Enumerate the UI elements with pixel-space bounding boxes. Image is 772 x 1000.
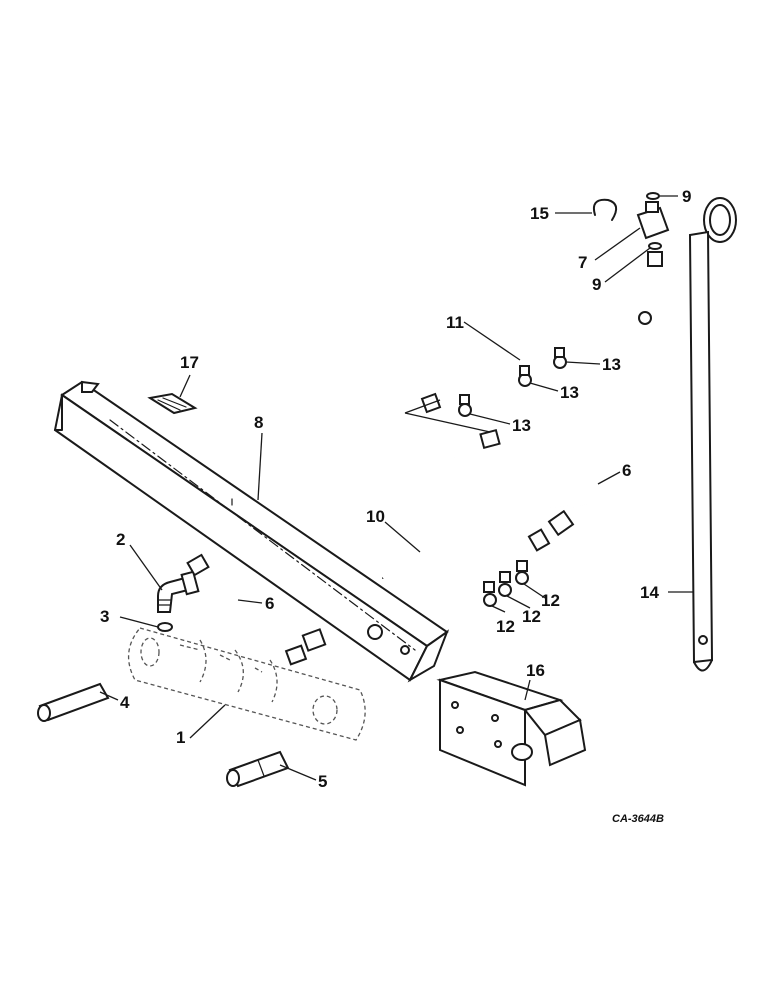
upright-post [688,197,737,672]
o-ring-top [646,192,660,200]
callout-10: 10 [366,507,385,526]
callout-7: 7 [578,253,587,272]
o-ring [157,622,173,632]
callout-14: 14 [640,583,659,602]
valve-block [636,192,670,250]
figure-reference-code: CA-3644B [612,813,664,825]
callout-8: 8 [254,413,263,432]
callout-4: 4 [120,693,130,712]
hose-lower [186,553,327,666]
elbow-fitting [157,570,200,613]
callout-5: 5 [318,772,327,791]
callout-6-upper: 6 [622,461,631,480]
callout-3: 3 [100,607,109,626]
callout-11: 11 [446,313,464,332]
callout-12-a: 12 [496,617,515,636]
callout-13-a: 13 [602,355,621,374]
steel-tube-lower [382,528,551,587]
clamp-group-upper [458,311,652,417]
spring-clip [592,198,618,221]
hydraulic-cylinder [128,627,366,741]
callout-9-b: 9 [592,275,601,294]
callout-13-c: 13 [512,416,531,435]
pin-long [37,682,110,722]
hose-upper [447,428,602,537]
square-tube-beam [53,380,450,683]
callout-6-lower: 6 [265,594,274,613]
callout-17: 17 [180,353,199,372]
mounting-bracket [436,670,587,787]
callout-labels: 17 8 2 3 4 1 5 6 10 12 12 12 6 11 13 13 … [100,187,691,825]
pin-short [226,750,290,788]
callout-9-a: 9 [682,187,691,206]
o-ring-bottom [648,242,662,250]
decal-plate [147,392,198,415]
callout-15: 15 [530,204,549,223]
clamp-group-lower [483,560,529,607]
callout-16: 16 [526,661,545,680]
leader-lines [99,195,694,781]
callout-1: 1 [176,728,185,747]
callout-13-b: 13 [560,383,579,402]
callout-12-c: 12 [541,591,560,610]
callout-12-b: 12 [522,607,541,626]
callout-2: 2 [116,530,125,549]
